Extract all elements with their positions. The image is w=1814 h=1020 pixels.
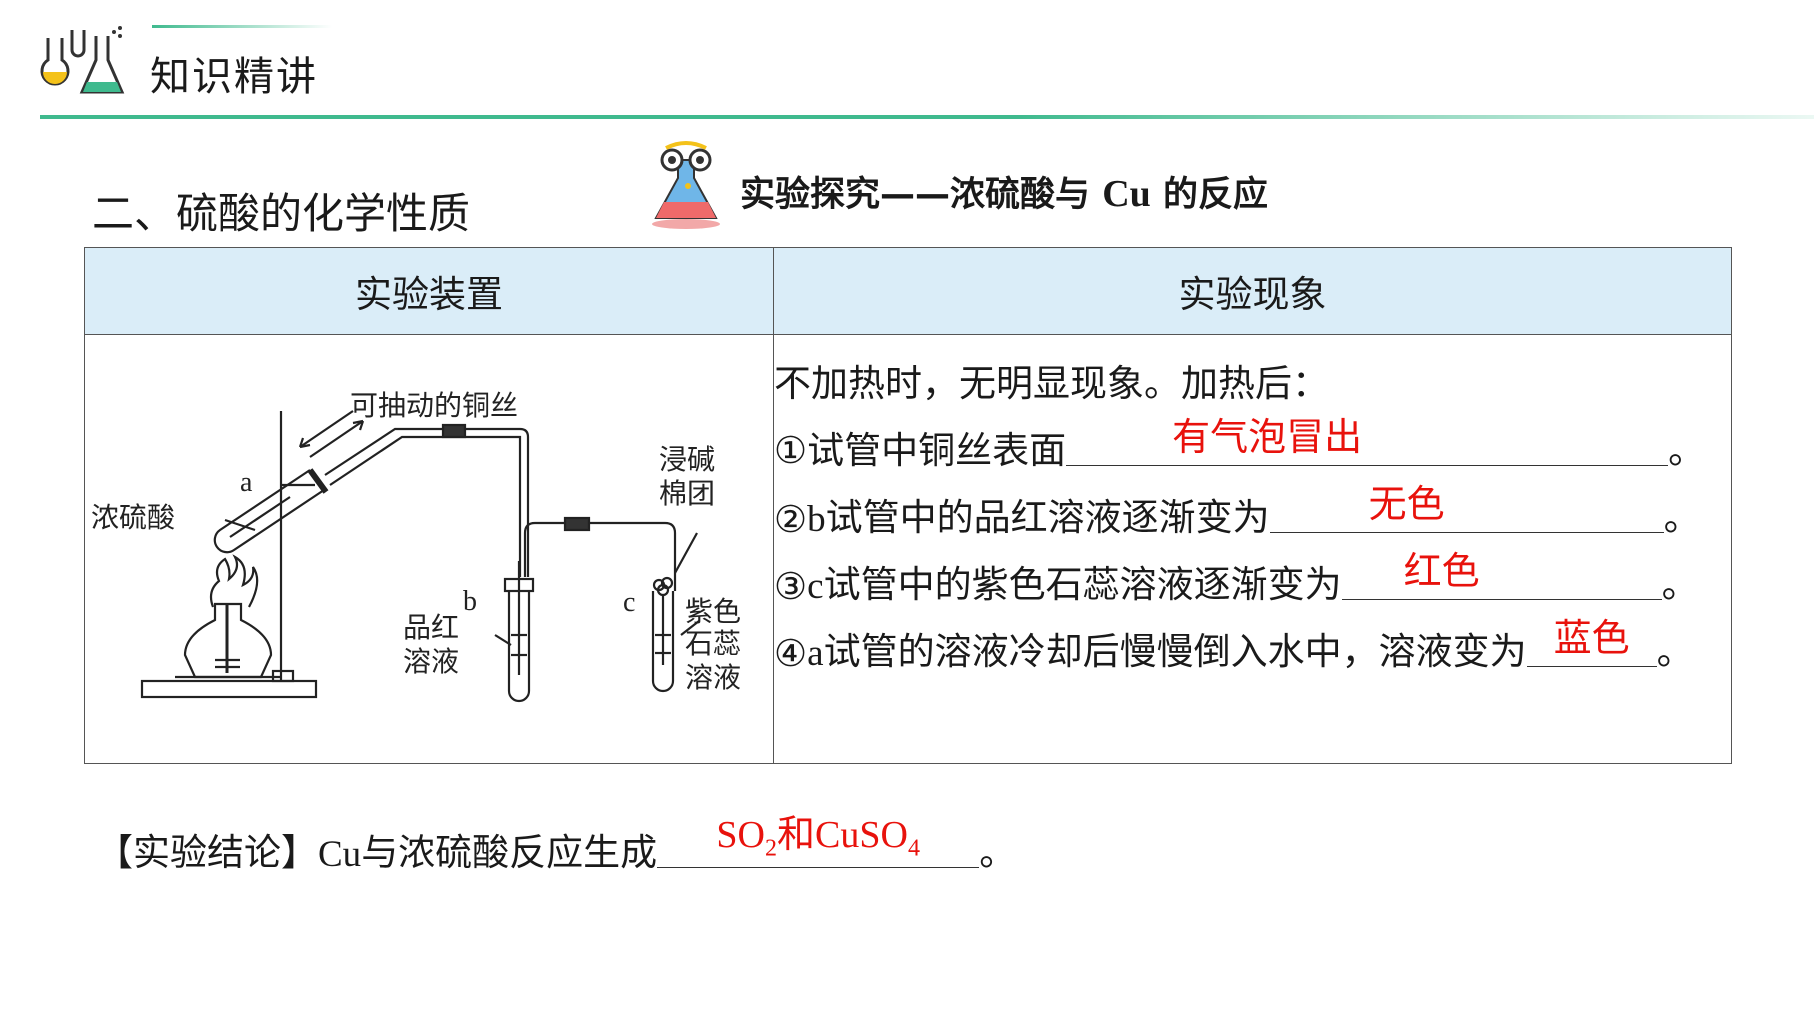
label-c-solution-2: 石蕊: [685, 628, 741, 660]
apparatus-diagram: 可抽动的铜丝 a 浓硫酸 b 品红 溶液 浸碱 棉团 c 紫色 石蕊 溶液: [91, 390, 741, 703]
label-tube-c: c: [623, 587, 635, 618]
label-tube-b: b: [463, 586, 477, 617]
answer-1: 有气泡冒出: [1172, 415, 1363, 459]
experiment-title: 实验探究——浓硫酸与 Cu 的反应: [740, 173, 1268, 215]
observation-intro: 不加热时，无明显现象。加热后：: [774, 362, 1329, 405]
label-c-solution-1: 紫色: [685, 596, 741, 628]
flask-mascot-icon: [652, 141, 720, 229]
label-conc-acid: 浓硫酸: [91, 502, 175, 534]
experiment-table: 实验装置 实验现象: [84, 247, 1732, 764]
label-b-solution-1: 品红: [403, 612, 459, 644]
apparatus-header: 实验装置: [84, 247, 774, 335]
apparatus-cell: 可抽动的铜丝 a 浓硫酸 b 品红 溶液 浸碱 棉团 c 紫色 石蕊 溶液: [84, 334, 774, 764]
answer-3: 红色: [1403, 549, 1480, 593]
page-header-title: 知识精讲: [150, 54, 318, 100]
answer-blank-3[interactable]: 红色: [1341, 549, 1662, 600]
conclusion-answer-blank[interactable]: SO2和CuSO4: [657, 812, 980, 868]
label-b-solution-2: 溶液: [403, 646, 459, 678]
label-copper-wire: 可抽动的铜丝: [350, 390, 518, 422]
answer-blank-4[interactable]: 蓝色: [1526, 616, 1657, 667]
section-title: 二、硫酸的化学性质: [92, 189, 471, 238]
label-tube-a: a: [240, 467, 253, 498]
header-accent-line: [152, 25, 332, 28]
answer-blank-1[interactable]: 有气泡冒出: [1066, 415, 1669, 466]
label-c-solution-3: 溶液: [685, 662, 741, 694]
header-divider: [40, 115, 1814, 119]
label-cotton-1: 浸碱: [659, 444, 715, 476]
observation-item-1: ①试管中铜丝表面 有气泡冒出 。: [774, 407, 1731, 474]
answer-blank-2[interactable]: 无色: [1269, 482, 1664, 533]
label-cotton-2: 棉团: [659, 478, 715, 510]
observation-header: 实验现象: [773, 247, 1732, 335]
answer-4: 蓝色: [1553, 616, 1630, 660]
lab-flask-icon: [40, 26, 125, 94]
answer-2: 无色: [1368, 482, 1445, 526]
conclusion-answer: SO2和CuSO4: [716, 812, 920, 862]
